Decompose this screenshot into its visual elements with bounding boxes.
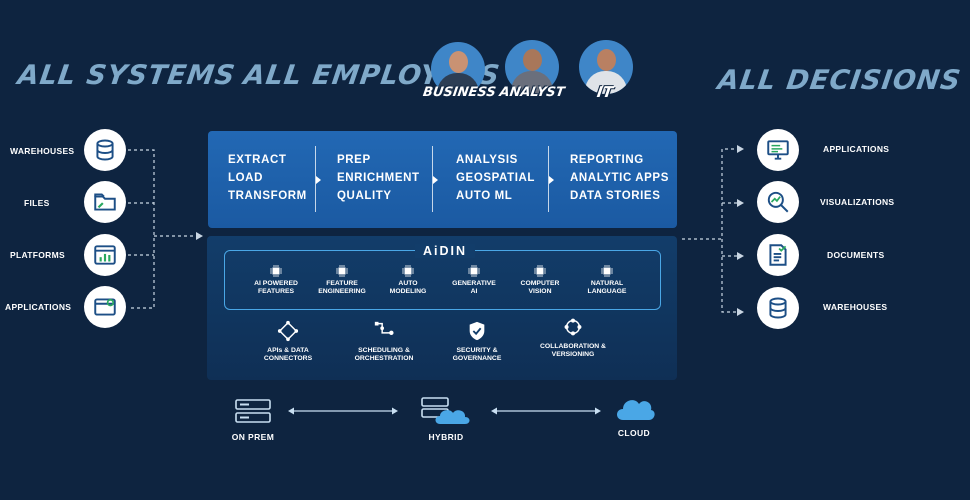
infra-apis-connectors: APIs & DATA CONNECTORS bbox=[243, 320, 333, 363]
app-window-gear-icon bbox=[84, 286, 126, 328]
pipeline-divider bbox=[432, 146, 433, 212]
cloud-icon bbox=[617, 400, 655, 420]
feature-generative-ai: GENERATIVE AI bbox=[441, 265, 507, 296]
deployment-arrow-left bbox=[288, 407, 398, 415]
feature-auto-modeling: AUTO MODELING bbox=[375, 265, 441, 296]
it-avatar bbox=[579, 40, 633, 94]
pipeline-stage-analysis: ANALYSIS GEOSPATIAL AUTO ML bbox=[456, 154, 536, 202]
database-icon bbox=[84, 129, 126, 171]
pipeline-arrow-icon bbox=[433, 176, 438, 184]
pipeline-stage-extract: EXTRACT LOAD TRANSFORM bbox=[228, 154, 307, 202]
output-label: APPLICATIONS bbox=[823, 144, 890, 154]
chip-icon bbox=[336, 265, 348, 277]
shield-check-icon bbox=[469, 321, 485, 341]
deployment-label: ON PREM bbox=[231, 432, 275, 442]
feature-computer-vision: COMPUTER VISION bbox=[507, 265, 573, 296]
folder-icon bbox=[84, 181, 126, 223]
server-cloud-icon bbox=[421, 397, 470, 424]
source-label: APPLICATIONS bbox=[5, 302, 72, 312]
output-label: DOCUMENTS bbox=[827, 250, 885, 260]
network-nodes-icon bbox=[277, 320, 299, 342]
server-rack-icon bbox=[235, 399, 271, 423]
platform-panel: AiDIN AI POWERED FEATURES FEATURE ENGINE… bbox=[207, 236, 677, 380]
magnifier-chart-icon bbox=[757, 181, 799, 223]
output-label: WAREHOUSES bbox=[823, 302, 888, 312]
source-label: WAREHOUSES bbox=[10, 146, 75, 156]
pipeline-stage-reporting: REPORTING ANALYTIC APPS DATA STORIES bbox=[570, 154, 669, 202]
chip-icon bbox=[468, 265, 480, 277]
infra-collaboration: COLLABORATION & VERSIONING bbox=[528, 316, 618, 359]
pipeline-divider bbox=[548, 146, 549, 212]
source-label: PLATFORMS bbox=[10, 250, 65, 260]
all-systems-heading: ALL SYSTEMS bbox=[15, 60, 238, 91]
all-decisions-heading: ALL DECISIONS bbox=[715, 65, 964, 96]
source-connector-lines bbox=[128, 149, 203, 309]
pipeline-stage-prep: PREP ENRICHMENT QUALITY bbox=[337, 154, 420, 202]
checklist-document-icon bbox=[757, 234, 799, 276]
pipeline-divider bbox=[315, 146, 316, 212]
feature-ai-powered: AI POWERED FEATURES bbox=[243, 265, 309, 296]
chip-icon bbox=[402, 265, 414, 277]
chip-icon bbox=[270, 265, 282, 277]
workflow-icon bbox=[374, 321, 394, 336]
feature-natural-language: NATURAL LANGUAGE bbox=[574, 265, 640, 296]
pipeline-panel: EXTRACT LOAD TRANSFORM PREP ENRICHMENT Q… bbox=[208, 131, 677, 228]
persona-label: IT bbox=[595, 83, 615, 101]
pipeline-arrow-icon bbox=[316, 176, 321, 184]
infra-scheduling: SCHEDULING & ORCHESTRATION bbox=[339, 320, 429, 363]
source-label: FILES bbox=[24, 198, 50, 208]
analyst-avatar bbox=[505, 40, 559, 94]
persona-label: ANALYST bbox=[498, 85, 566, 100]
deployment-arrow-right bbox=[491, 407, 601, 415]
cycle-nodes-icon bbox=[564, 318, 582, 336]
deployment-label: CLOUD bbox=[617, 428, 651, 438]
business-avatar bbox=[431, 42, 485, 96]
pipeline-arrow-icon bbox=[549, 176, 554, 184]
platform-name: AiDIN bbox=[415, 244, 475, 258]
chip-icon bbox=[534, 265, 546, 277]
deployment-label: HYBRID bbox=[428, 432, 464, 442]
chip-icon bbox=[601, 265, 613, 277]
feature-engineering: FEATURE ENGINEERING bbox=[309, 265, 375, 296]
monitor-icon bbox=[757, 129, 799, 171]
persona-label: BUSINESS bbox=[421, 85, 497, 100]
infra-security: SECURITY & GOVERNANCE bbox=[432, 320, 522, 363]
dashboard-window-icon bbox=[84, 234, 126, 276]
output-connector-lines bbox=[682, 145, 744, 316]
output-label: VISUALIZATIONS bbox=[820, 197, 895, 207]
database-icon bbox=[757, 287, 799, 329]
